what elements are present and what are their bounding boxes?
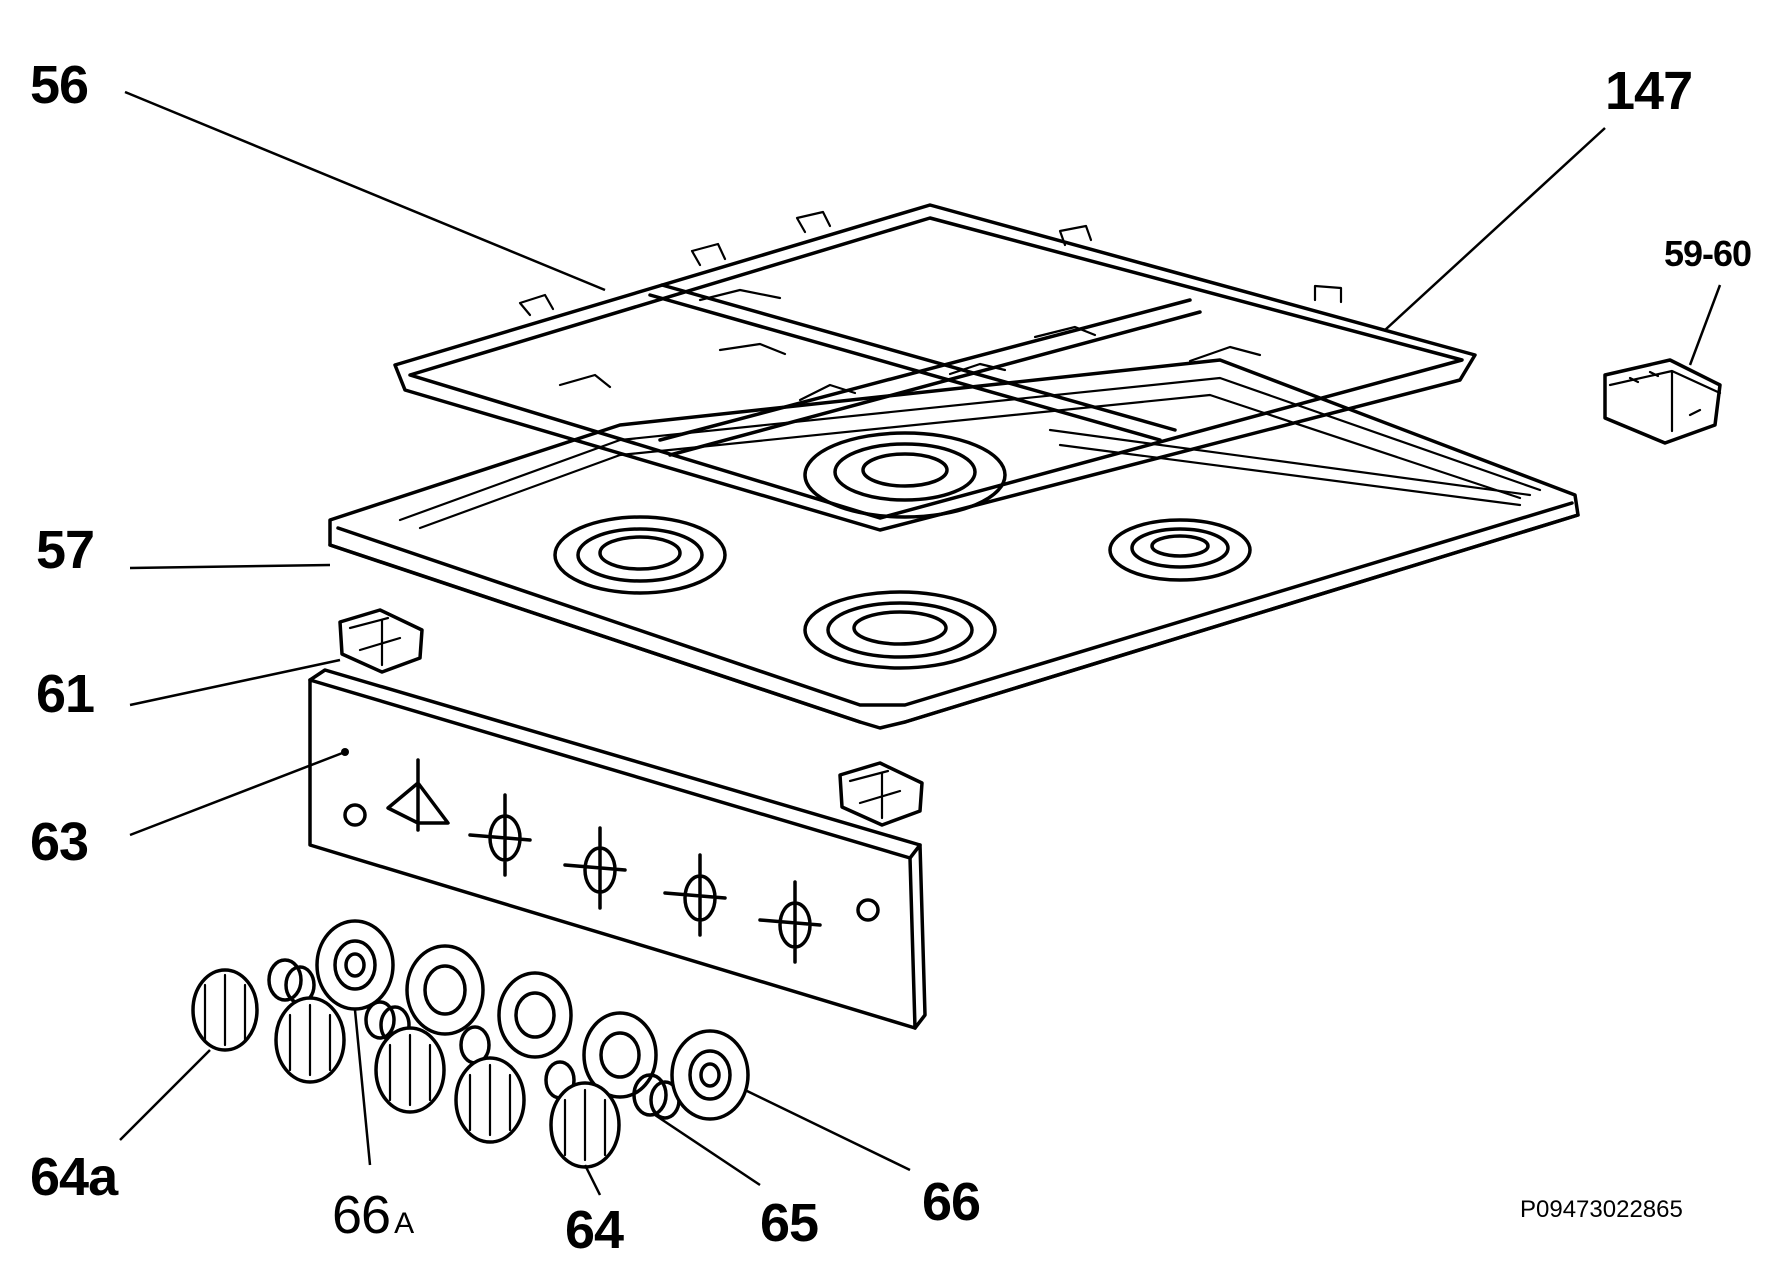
knob-3 [374, 1026, 446, 1114]
burner-rear-center [803, 431, 1007, 519]
knob-4 [454, 1056, 526, 1144]
panel-symbols [386, 758, 822, 964]
control-panel [308, 668, 927, 1030]
callout-bezel-a-number: 66 [332, 1185, 391, 1245]
ignition-switch [1603, 358, 1722, 445]
knob-64 [549, 1081, 621, 1169]
callout-bezel: 66 [922, 1172, 981, 1232]
callout-spring: 65 [760, 1193, 819, 1253]
callout-control-panel: 63 [30, 812, 89, 872]
knob-64a [191, 968, 259, 1052]
callout-grid-right: 147 [1605, 61, 1693, 121]
callout-switch: 59-60 [1664, 233, 1752, 274]
hob-top-plate [328, 358, 1580, 730]
drawing-code: P09473022865 [1520, 1196, 1683, 1223]
bezel-1 [315, 919, 395, 1011]
bezel-66 [670, 1029, 750, 1121]
burner-front-left [553, 515, 727, 595]
burner-front-center [803, 590, 997, 670]
callout-hob-top: 57 [36, 520, 95, 580]
callout-knob-left: 64a [30, 1147, 118, 1207]
callout-knob: 64 [565, 1200, 624, 1260]
pan-support-grid [393, 203, 1477, 532]
burner-right [1108, 518, 1252, 582]
bezel-4 [582, 1011, 658, 1099]
callout-bezel-a-suffix: A [394, 1207, 414, 1240]
callout-grid: 56 [30, 55, 89, 115]
knob-2 [274, 996, 346, 1084]
bezel-3 [497, 971, 573, 1059]
callout-injector: 61 [36, 664, 95, 724]
bezel-2 [405, 944, 485, 1036]
clip-right [838, 761, 924, 827]
leader-lines [119, 90, 1722, 1196]
injector-clip-left [338, 608, 424, 674]
